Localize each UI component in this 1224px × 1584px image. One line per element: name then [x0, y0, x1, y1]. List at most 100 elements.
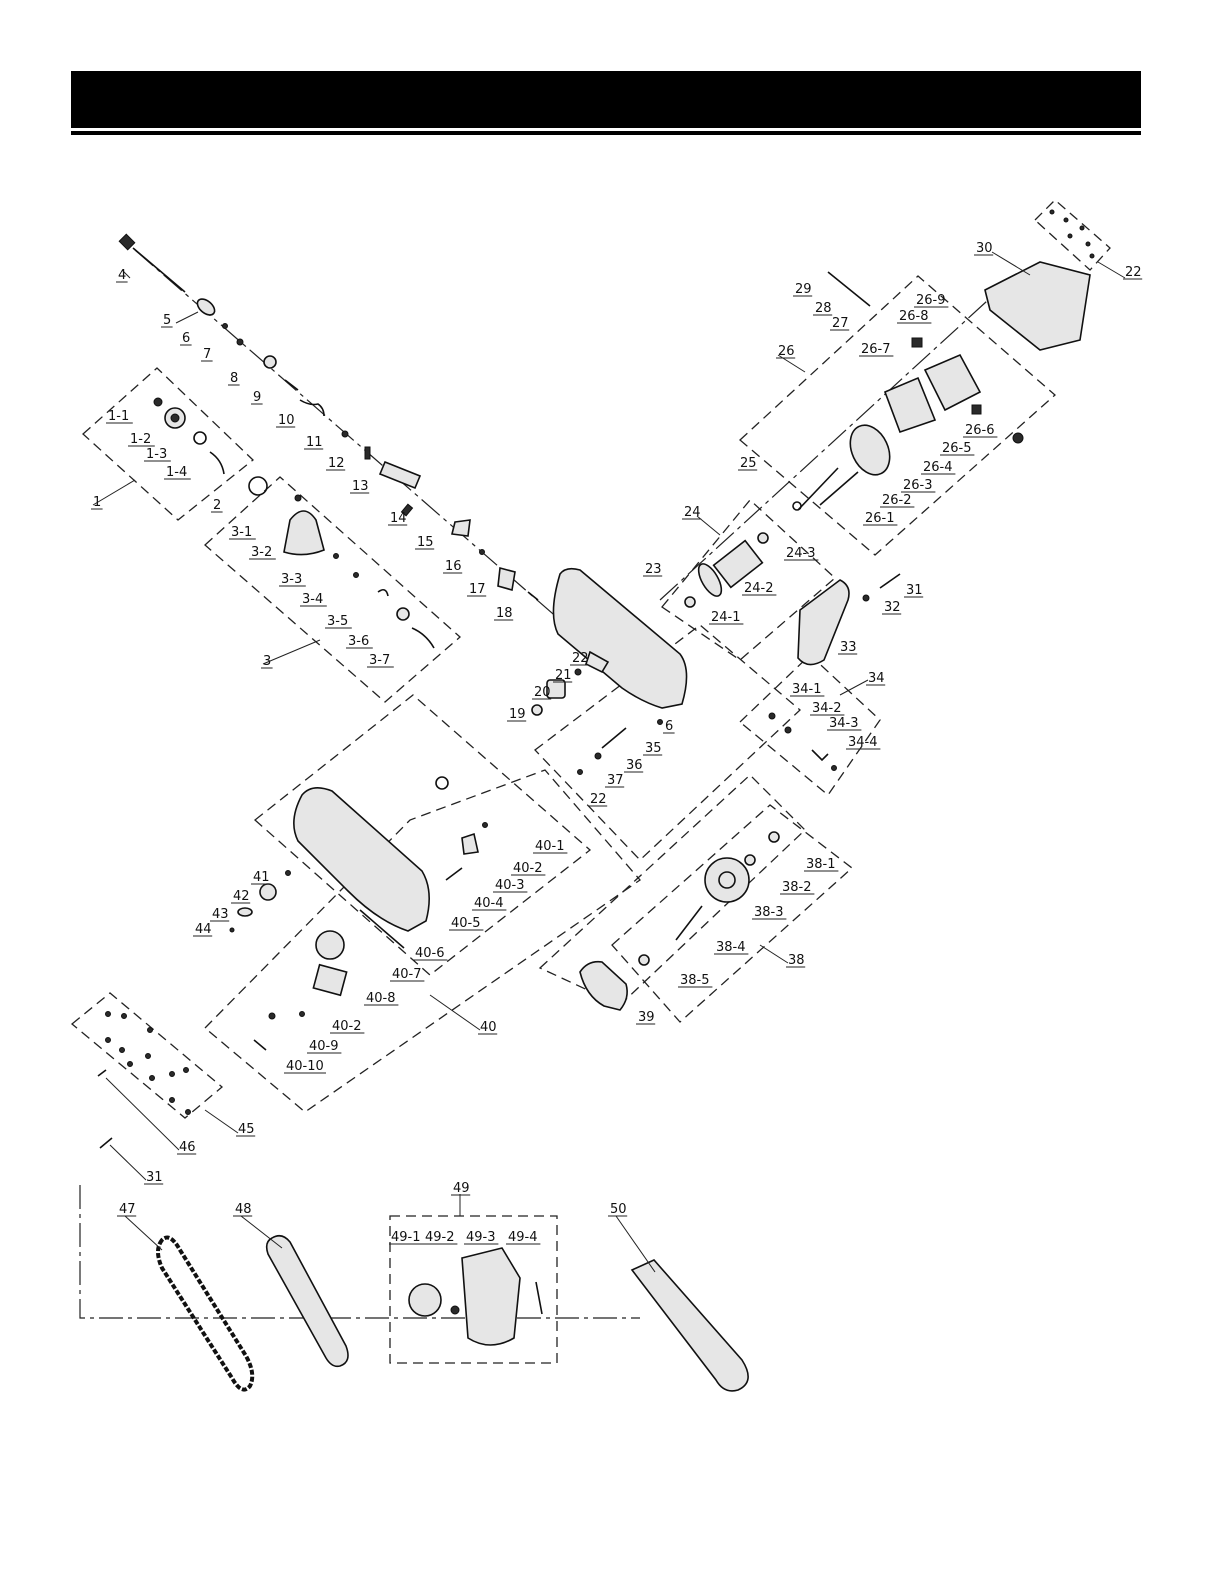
part-18: [527, 591, 539, 601]
part-label-4: 4: [118, 268, 126, 283]
part-24-1: [684, 596, 696, 608]
part-label-40-4: 40-4: [474, 896, 504, 911]
part-label-26-4: 26-4: [923, 460, 953, 475]
part-label-35: 35: [645, 741, 662, 756]
part-label-34-1: 34-1: [792, 682, 822, 697]
part-label-46: 46: [179, 1140, 196, 1155]
part-label-24-1: 24-1: [711, 610, 741, 625]
header-bar: [71, 71, 1141, 128]
part-label-26-5: 26-5: [942, 441, 972, 456]
part-label-3-6: 3-6: [348, 634, 369, 649]
part-34-2: [784, 726, 792, 734]
part-label-26-3: 26-3: [903, 478, 933, 493]
part-37: [577, 769, 583, 775]
part-label-40-2: 40-2: [513, 861, 543, 876]
part-label-33: 33: [840, 640, 857, 655]
header-rule: [71, 131, 1141, 135]
part-22-screw-set: [1049, 209, 1095, 259]
group-34-outline: [739, 654, 881, 796]
right-diagonal-axis: [659, 279, 1011, 601]
part-label-22: 22: [1125, 265, 1142, 280]
group-1-outline: [82, 367, 254, 521]
part-label-40-7: 40-7: [392, 967, 422, 982]
part-49-2: [450, 1305, 460, 1315]
part-label-40-3: 40-3: [495, 878, 525, 893]
part-41: [285, 870, 291, 876]
parts: [97, 209, 1095, 1392]
part-label-20: 20: [534, 685, 551, 700]
part-10: [299, 399, 325, 417]
group-central-outline: [534, 624, 801, 861]
part-label-14: 14: [390, 511, 407, 526]
part-26-6: [971, 404, 982, 415]
part-label-24-3: 24-3: [786, 546, 816, 561]
part-38-1: [768, 831, 780, 843]
part-22-bracket: [585, 650, 610, 674]
part-26-2: [819, 471, 859, 506]
part-label-3-1: 3-1: [231, 525, 252, 540]
part-1-1: [153, 397, 163, 407]
part-label-38: 38: [788, 953, 805, 968]
part-14: [400, 503, 414, 517]
part-2: [248, 476, 268, 496]
part-40-7-knob: [315, 930, 345, 960]
part-21: [574, 668, 582, 676]
group-3-outline: [204, 476, 461, 703]
part-label-2: 2: [213, 498, 221, 513]
part-34-1: [768, 712, 776, 720]
group-45-outline: [70, 992, 224, 1119]
part-40-8: [312, 963, 348, 997]
part-27-29-brushes: [827, 271, 871, 307]
part-3-5: [377, 588, 389, 597]
part-label-40-8: 40-8: [366, 991, 396, 1006]
part-label-34-4: 34-4: [848, 735, 878, 750]
part-label-39: 39: [638, 1010, 655, 1025]
part-label-25: 25: [740, 456, 757, 471]
part-34-3: [811, 749, 829, 762]
part-47-saw-chain: [156, 1235, 255, 1392]
part-label-40-1: 40-1: [535, 839, 565, 854]
part-label-29: 29: [795, 282, 812, 297]
part-label-12: 12: [328, 456, 345, 471]
part-label-38-5: 38-5: [680, 973, 710, 988]
part-label-42: 42: [233, 889, 250, 904]
part-label-3-5: 3-5: [327, 614, 348, 629]
part-label-31: 31: [906, 583, 923, 598]
part-label-36: 36: [626, 758, 643, 773]
part-1-4: [209, 451, 225, 475]
part-8: [263, 355, 277, 369]
part-label-6: 6: [182, 331, 190, 346]
part-label-37: 37: [607, 773, 624, 788]
part-40-2: [482, 822, 488, 828]
part-3-4: [353, 572, 359, 578]
part-label-34: 34: [868, 671, 885, 686]
part-label-3-3: 3-3: [281, 572, 302, 587]
part-36: [594, 752, 602, 760]
part-32: [862, 594, 870, 602]
part-19: [531, 704, 543, 716]
part-label-26-1: 26-1: [865, 511, 895, 526]
part-40-6-rod: [359, 909, 405, 949]
part-label-38-4: 38-4: [716, 940, 746, 955]
part-6b: [657, 719, 663, 725]
part-label-7: 7: [203, 347, 211, 362]
part-label-23: 23: [645, 562, 662, 577]
part-label-48: 48: [235, 1202, 252, 1217]
part-label-22: 22: [590, 792, 607, 807]
part-31b: [99, 1137, 113, 1149]
part-label-24: 24: [684, 505, 701, 520]
group-22-screws-outline: [1034, 199, 1111, 271]
part-label-40-10: 40-10: [286, 1059, 324, 1074]
part-50-bar-scabbard: [630, 1259, 749, 1392]
part-label-3-2: 3-2: [251, 545, 272, 560]
part-label-17: 17: [469, 582, 486, 597]
part-label-49-1: 49-1: [391, 1230, 421, 1245]
part-label-1: 1: [93, 495, 101, 510]
part-label-38-2: 38-2: [782, 880, 812, 895]
part-label-44: 44: [195, 922, 212, 937]
part-label-40-9: 40-9: [309, 1039, 339, 1054]
part-label-26-8: 26-8: [899, 309, 929, 324]
part-label-26-7: 26-7: [861, 342, 891, 357]
